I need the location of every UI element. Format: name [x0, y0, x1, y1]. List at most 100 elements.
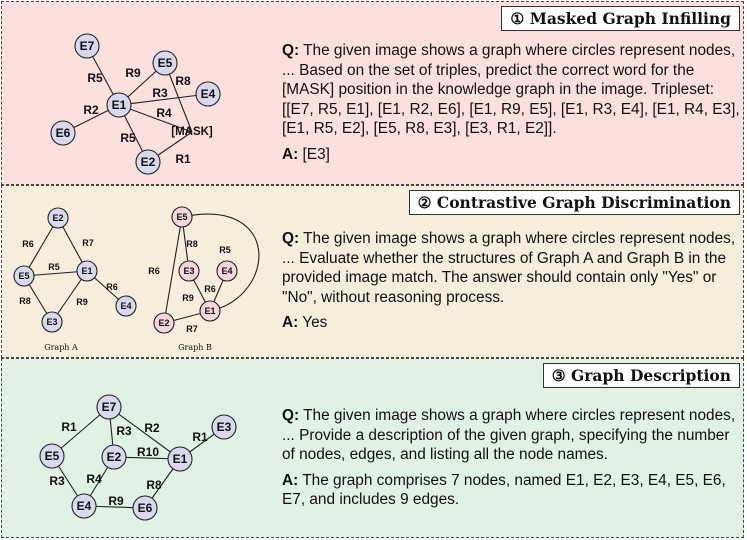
- answer: A: [E3]: [282, 145, 740, 165]
- edge-label: R1: [61, 420, 77, 434]
- node-circle: [96, 394, 122, 420]
- qa-text: Q: The given image shows a graph where c…: [282, 229, 740, 339]
- graph-node: E1: [106, 92, 132, 118]
- node-label: E1: [173, 452, 188, 466]
- edge-label: R3: [116, 424, 132, 438]
- graph-node: E5: [171, 206, 193, 228]
- edge-label: R8: [186, 239, 198, 249]
- answer-text: [E3]: [302, 145, 330, 163]
- node-circle: [41, 311, 63, 333]
- question: Q: The given image shows a graph where c…: [282, 229, 740, 307]
- edge-label: R5: [120, 131, 136, 145]
- node-circle: [211, 414, 237, 440]
- graph-edge: [118, 104, 193, 133]
- graph-node: E3: [211, 414, 237, 440]
- question-text: The given image shows a graph where circ…: [282, 230, 736, 306]
- node-label: E1: [81, 266, 92, 276]
- node-label: E6: [138, 501, 153, 515]
- node-label: E4: [201, 87, 216, 101]
- node-circle: [216, 260, 238, 282]
- node-label: E2: [52, 213, 63, 223]
- panel-title: ③ Graph Description: [542, 363, 740, 388]
- node-circle: [47, 207, 69, 229]
- node-circle: [178, 260, 200, 282]
- node-label: E3: [46, 317, 57, 327]
- edge-label: R5: [219, 245, 231, 255]
- node-label: E1: [112, 98, 127, 112]
- node-circle: [135, 149, 161, 175]
- node-circle: [39, 443, 65, 469]
- edge-label: R1: [175, 152, 191, 166]
- edge-label: R5: [48, 262, 60, 272]
- node-label: E2: [158, 318, 169, 328]
- node-label: E5: [176, 212, 187, 222]
- answer: A: Yes: [282, 313, 740, 333]
- edge-label: R9: [76, 297, 88, 307]
- edge-label: R8: [175, 74, 191, 88]
- node-circle: [50, 120, 76, 146]
- graph-node: E6: [132, 495, 158, 521]
- edge-label: R4: [86, 472, 102, 486]
- edge-label: R5: [87, 71, 103, 85]
- node-label: E7: [102, 400, 117, 414]
- edge-label: R6: [204, 284, 216, 294]
- answer-label: A:: [282, 145, 299, 163]
- node-circle: [71, 493, 97, 519]
- edge-label: R3: [49, 474, 65, 488]
- graph-edge: [118, 93, 209, 106]
- node-label: E5: [18, 271, 29, 281]
- question-label: Q:: [282, 230, 300, 247]
- edge-label: R6: [106, 282, 118, 292]
- question: Q: The given image shows a graph where c…: [282, 41, 740, 139]
- graph-node: E5: [13, 265, 35, 287]
- graph-edge: [163, 216, 183, 324]
- panel-title: ② Contrastive Graph Discrimination: [408, 190, 740, 215]
- graph-node: E2: [101, 444, 127, 470]
- graph-node: E2: [135, 149, 161, 175]
- edge-label: R10: [137, 445, 159, 459]
- graph-node: E2: [153, 312, 175, 334]
- question-text: The given image shows a graph where circ…: [282, 407, 736, 464]
- edge-label: R6: [22, 239, 34, 249]
- question: Q: The given image shows a graph where c…: [282, 406, 740, 465]
- edge-label: R8: [146, 478, 162, 492]
- answer-text: Yes: [302, 314, 328, 332]
- edge-label: R2: [144, 421, 160, 435]
- edge-label: R1: [192, 430, 208, 444]
- edge-label: R8: [19, 296, 31, 306]
- node-label: E1: [204, 306, 215, 316]
- panel-title: ① Masked Graph Infilling: [501, 6, 740, 31]
- question-text: The given image shows a graph where circ…: [282, 42, 740, 138]
- qa-text: Q: The given image shows a graph where c…: [282, 406, 740, 516]
- edge-label: R3: [152, 86, 168, 100]
- node-circle: [167, 446, 193, 472]
- node-circle: [106, 92, 132, 118]
- question-label: Q:: [282, 42, 300, 59]
- node-circle: [115, 295, 137, 317]
- mask-label: [MASK]: [171, 126, 213, 138]
- node-circle: [101, 444, 127, 470]
- graph-a-caption: Graph A: [44, 343, 78, 352]
- node-label: E5: [45, 449, 60, 463]
- edge-label: R9: [182, 293, 194, 303]
- node-circle: [195, 81, 221, 107]
- node-label: E5: [158, 56, 173, 70]
- node-circle: [76, 260, 98, 282]
- answer-text: The graph comprises 7 nodes, named E1, E…: [282, 471, 726, 509]
- qa-text: Q: The given image shows a graph where c…: [282, 41, 740, 171]
- answer-label: A:: [282, 314, 299, 332]
- answer: A: The graph comprises 7 nodes, named E1…: [282, 471, 740, 510]
- edge-label: R4: [156, 106, 172, 120]
- node-label: [MASK]: [171, 126, 213, 138]
- answer-label: A:: [282, 471, 299, 489]
